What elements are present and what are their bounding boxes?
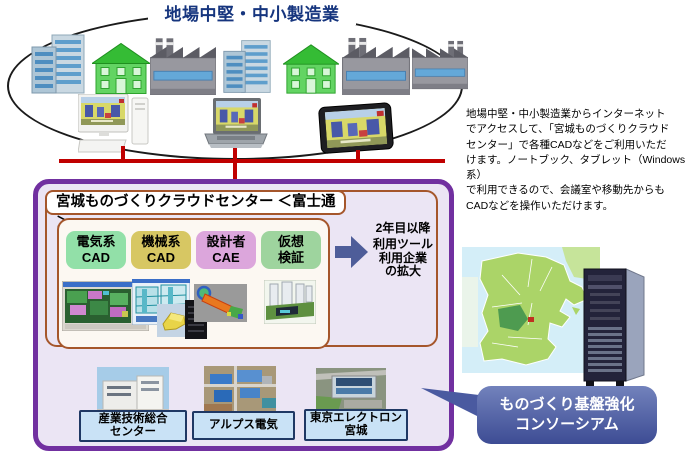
facility-label-tokyo-electron: 東京エレクトロン 宮城 — [304, 409, 408, 441]
facility-label-sangi-center: 産業技術総合 センター — [79, 410, 187, 442]
tablet-icon — [318, 102, 394, 154]
factory-icon — [412, 33, 468, 95]
consortium-badge: ものづくり基盤強化 コンソーシアム — [477, 386, 657, 444]
house-building-icon — [283, 43, 339, 95]
server-rack — [583, 268, 645, 386]
alps-electric-photo — [204, 366, 276, 412]
tool-mechanical-cad: 機械系 CAD — [131, 231, 191, 269]
virtual-verification-screenshot — [264, 280, 316, 324]
network-line — [356, 150, 360, 162]
expansion-heading: 2年目以降 — [375, 221, 431, 235]
tokyo-electron-photo — [316, 368, 386, 412]
office-building-icon — [30, 33, 86, 95]
network-line — [233, 148, 237, 162]
sangi-center-photo — [97, 367, 169, 414]
office-building-icon — [222, 38, 272, 95]
cloud-center-title: 宮城ものづくりクラウドセンター ＜富士通＞ — [45, 190, 346, 231]
factory-icon — [150, 36, 216, 95]
facility-label-alps-electric: アルプス電気 — [192, 411, 295, 440]
network-line — [121, 146, 125, 162]
desktop-pc-icon — [78, 94, 149, 153]
consortium-callout-tail — [421, 388, 479, 417]
house-building-icon — [92, 42, 150, 95]
right-arrow-icon — [335, 236, 368, 268]
cae-analysis-screenshot — [194, 284, 247, 322]
miyagi-map — [462, 247, 600, 373]
factory-icon — [342, 36, 410, 95]
companies-group-title: 地場中堅・中小製造業 — [148, 0, 356, 25]
tool-electrical-cad: 電気系 CAD — [66, 231, 126, 269]
tool-designer-cae: 設計者 CAE — [196, 231, 256, 269]
expansion-body: 利用ツール 利用企業 の拡大 — [372, 237, 433, 278]
network-line — [233, 159, 237, 183]
laptop-icon — [204, 98, 268, 148]
access-description-text: 地場中堅・中小製造業からインターネット でアクセスして、「宮城ものづくりクラウド… — [466, 108, 686, 212]
tool-virtual-verification: 仮想 検証 — [261, 231, 321, 269]
network-bus-line — [59, 159, 445, 163]
